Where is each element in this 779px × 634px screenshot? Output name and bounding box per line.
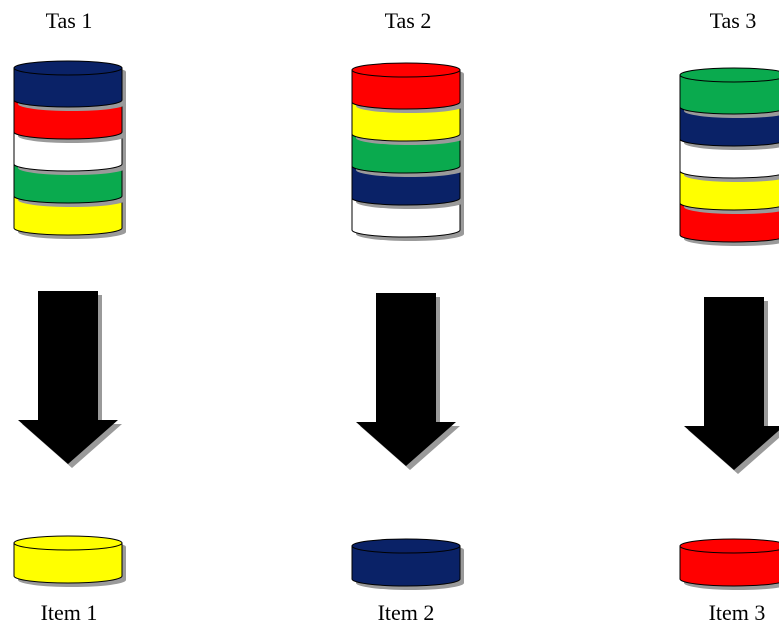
stack-2-layer-1-top	[351, 62, 461, 78]
item-1-disk-top	[13, 535, 123, 551]
item-3-disk-top	[679, 538, 779, 554]
stack-1-layer-1	[13, 67, 123, 108]
stack-2-layer-1	[351, 69, 461, 110]
item-label-1: Item 1	[40, 600, 98, 625]
item-1-disk	[13, 542, 123, 584]
down-arrow-icon-2	[356, 293, 456, 466]
stack-title-1: Tas 1	[45, 8, 93, 33]
item-label-2: Item 2	[377, 600, 435, 625]
stack-3-layer-1	[679, 74, 779, 115]
item-2-disk	[351, 545, 461, 587]
stack-3-layer-1-top	[679, 67, 779, 83]
stack-title-3: Tas 3	[709, 8, 757, 33]
item-3-disk	[679, 545, 779, 587]
stack-1-layer-1-top	[13, 60, 123, 76]
item-2-disk-top	[351, 538, 461, 554]
stack-title-2: Tas 2	[384, 8, 432, 33]
item-label-3: Item 3	[708, 600, 766, 625]
down-arrow-icon-1	[18, 291, 118, 464]
down-arrow-icon-3	[684, 297, 779, 470]
